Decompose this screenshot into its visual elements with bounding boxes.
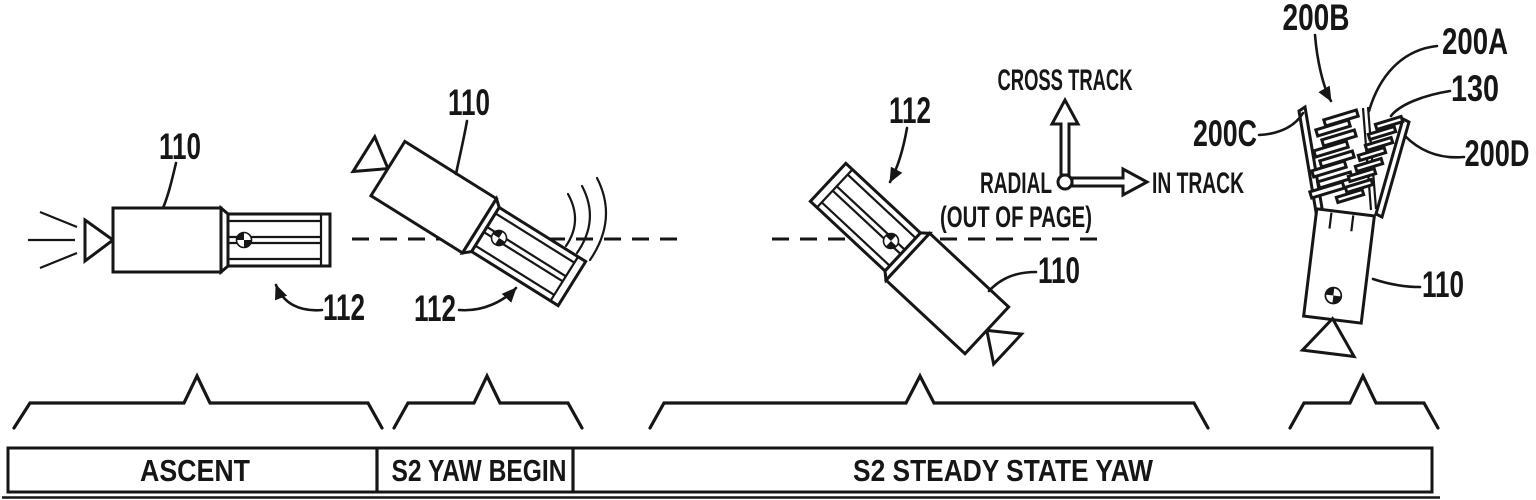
phase-brace-yaw-begin — [392, 372, 584, 430]
phase-cell-ascent: ASCENT — [140, 453, 250, 488]
leader-200A — [1367, 44, 1439, 113]
in-track-label: IN TRACK — [1152, 167, 1244, 200]
ref-112-rocket1: 112 — [323, 287, 365, 328]
ref-112-rocket3: 112 — [889, 90, 931, 131]
cross-track-arrow-icon — [1049, 96, 1081, 177]
leader-rocket2-110 — [454, 119, 469, 176]
leader-130 — [1389, 89, 1452, 118]
leader-rocket1-112 — [274, 283, 324, 312]
leader-rocket3-112 — [888, 126, 909, 184]
rotation-motion-arcs-icon — [564, 176, 608, 262]
launch-vehicle-ascent — [28, 208, 330, 272]
stage2-body — [1299, 207, 1377, 359]
stage2-deploy-view — [1297, 104, 1411, 359]
satellite-stack-right — [1334, 114, 1405, 205]
leader-200D — [1403, 134, 1466, 159]
center-of-gravity-icon — [1323, 285, 1344, 306]
radial-origin-icon — [1056, 173, 1074, 191]
phase-brace-ascent — [12, 372, 384, 430]
leader-rocket2-112 — [457, 286, 518, 312]
engine-nozzle-icon — [1299, 316, 1357, 359]
launch-vehicle-yaw-begin — [347, 127, 608, 311]
leader-rocket1-110 — [161, 161, 178, 210]
coordinate-frame: CROSS TRACK RADIAL (OUT OF PAGE) IN TRAC… — [940, 64, 1244, 234]
ref-200D: 200D — [1465, 133, 1530, 174]
phase-braces — [12, 372, 1440, 430]
leader-200B — [1313, 33, 1333, 103]
ref-110-rocket4: 110 — [1422, 264, 1464, 305]
callout-labels: 110 112 110 112 112 110 200B 200A 130 20… — [159, 0, 1530, 329]
ref-110-rocket1: 110 — [159, 126, 201, 167]
ref-200B: 200B — [1283, 0, 1350, 38]
radial-note-label: (OUT OF PAGE) — [940, 201, 1092, 234]
ref-200C: 200C — [1193, 113, 1257, 154]
radial-label: RADIAL — [980, 167, 1052, 200]
phase-brace-deploy — [1288, 372, 1440, 430]
phase-brace-steady-yaw — [648, 372, 1210, 430]
cross-track-label: CROSS TRACK — [998, 64, 1133, 97]
ref-112-rocket2: 112 — [414, 288, 456, 329]
engine-exhaust-icon — [28, 210, 78, 270]
ref-200A: 200A — [1442, 21, 1508, 62]
leader-200C — [1257, 111, 1305, 137]
leader-rocket3-110 — [987, 270, 1038, 293]
callout-leaders — [161, 33, 1466, 312]
phase-cell-yaw-begin: S2 YAW BEGIN — [392, 453, 567, 488]
satellite-stack-left — [1307, 108, 1361, 200]
leader-rocket4-110 — [1371, 277, 1422, 289]
ref-110-rocket2: 110 — [448, 82, 490, 123]
phase-cell-steady-yaw: S2 STEADY STATE YAW — [853, 453, 1154, 488]
timeline-bar: ASCENT S2 YAW BEGIN S2 STEADY STATE YAW — [2, 446, 1440, 499]
ref-130: 130 — [1451, 68, 1499, 109]
in-track-arrow-icon — [1070, 166, 1151, 198]
fairing-half-right — [1374, 116, 1411, 220]
ref-110-rocket3: 110 — [1038, 250, 1080, 291]
